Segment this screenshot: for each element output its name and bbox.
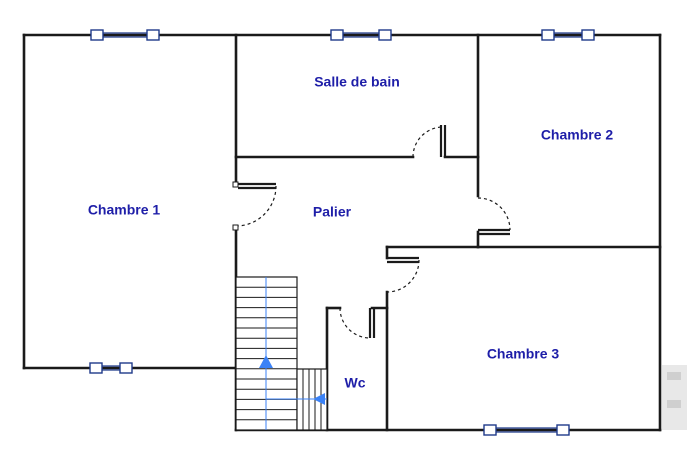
door-icon	[232, 181, 277, 231]
room-label-salle-de-bain: Salle de bain	[314, 74, 400, 90]
windows	[89, 29, 595, 436]
window-icon	[330, 29, 392, 41]
staircase	[235, 276, 328, 431]
arrow-left-icon	[313, 393, 325, 405]
room-label-chambre-2: Chambre 2	[541, 127, 614, 143]
doors	[232, 125, 511, 339]
door-icon	[477, 197, 511, 236]
window-icon	[541, 29, 595, 41]
arrow-up-icon	[259, 355, 273, 368]
room-label-chambre-3: Chambre 3	[487, 346, 560, 362]
door-icon	[339, 307, 376, 339]
room-labels: Chambre 1 Salle de bain Chambre 2 Palier…	[88, 74, 614, 391]
cropped-overlay-mark	[662, 365, 687, 430]
window-icon	[483, 424, 570, 436]
window-icon	[90, 29, 160, 41]
room-label-wc: Wc	[345, 375, 366, 391]
window-icon	[89, 362, 133, 374]
door-icon	[386, 256, 420, 293]
door-icon	[412, 125, 447, 158]
room-label-chambre-1: Chambre 1	[88, 202, 161, 218]
room-label-palier: Palier	[313, 204, 352, 220]
